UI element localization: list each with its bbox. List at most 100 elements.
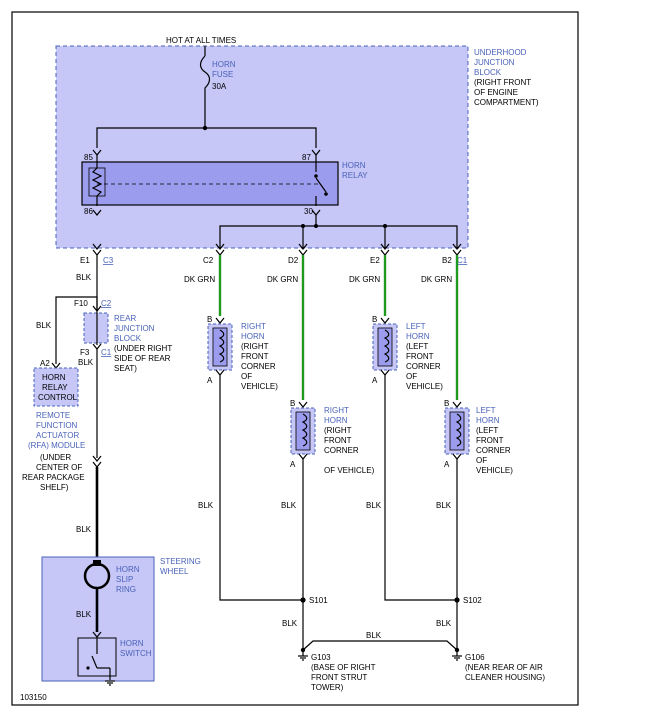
svg-text:HORN: HORN [212, 60, 236, 69]
svg-text:BLK: BLK [281, 501, 297, 510]
svg-text:SHELF): SHELF) [40, 483, 69, 492]
svg-text:CORNER: CORNER [476, 446, 511, 455]
left-horn-1-label: LEFT HORN (LEFT FRONT CORNER OF VEHICLE) [406, 322, 443, 391]
svg-text:VEHICLE): VEHICLE) [241, 382, 278, 391]
right-horn-2: B A [290, 399, 316, 469]
underhood-title: UNDERHOOD JUNCTION BLOCK (RIGHT FRONT OF… [474, 48, 539, 107]
svg-text:CENTER OF: CENTER OF [36, 463, 82, 472]
bus-dot-d2 [301, 224, 305, 228]
svg-text:WHEEL: WHEEL [160, 567, 189, 576]
right-horn-1-label: RIGHT HORN (RIGHT FRONT CORNER OF VEHICL… [241, 322, 278, 391]
splice-s101-label: S101 [309, 596, 328, 605]
wire-label-blk-1: BLK [76, 273, 92, 282]
relay-coil-frame [88, 167, 106, 197]
svg-text:B: B [444, 399, 449, 408]
relay-coil [91, 167, 103, 206]
g103-ground-icon [298, 650, 308, 661]
svg-text:OF: OF [406, 372, 417, 381]
rfa-module-label: REMOTE FUNCTION ACTUATOR (RFA) MODULE (U… [22, 411, 85, 492]
svg-text:86: 86 [84, 207, 93, 216]
horn-switch-ground-icon [105, 680, 115, 686]
ground-interconnect-wire [302, 640, 458, 651]
svg-text:C2: C2 [101, 299, 112, 308]
svg-text:DK GRN: DK GRN [267, 275, 298, 284]
svg-text:A: A [207, 376, 213, 385]
rear-junction-block-label: REAR JUNCTION BLOCK (UNDER RIGHT SIDE OF… [114, 314, 172, 373]
svg-text:RIGHT: RIGHT [324, 406, 349, 415]
svg-text:BLK: BLK [198, 501, 214, 510]
svg-text:30A: 30A [212, 82, 227, 91]
svg-text:LEFT: LEFT [406, 322, 426, 331]
svg-text:F10: F10 [74, 299, 88, 308]
horn-slip-ring-label: HORN SLIP RING [116, 565, 140, 594]
svg-text:SWITCH: SWITCH [120, 649, 152, 658]
horn-fuse-symbol [199, 55, 211, 128]
horn-switch-contact [91, 655, 98, 669]
rear-junction-block [83, 312, 109, 344]
ground-wire-left-horn-1 [384, 375, 457, 601]
relay-contact-dot-2 [324, 192, 328, 196]
svg-text:JUNCTION: JUNCTION [114, 324, 155, 333]
horn-fuse-label: HORN FUSE 30A [212, 60, 236, 91]
svg-text:CONTROL: CONTROL [38, 393, 78, 402]
svg-text:C2: C2 [203, 256, 214, 265]
svg-text:UNDERHOOD: UNDERHOOD [474, 48, 527, 57]
svg-text:REMOTE: REMOTE [36, 411, 70, 420]
relay-contact-dot [314, 174, 318, 178]
svg-text:C3: C3 [103, 256, 114, 265]
svg-text:E2: E2 [370, 256, 380, 265]
horn-switch-label: HORN SWITCH [120, 639, 152, 658]
dk-grn-labels: DK GRN DK GRN DK GRN DK GRN [184, 275, 452, 284]
relay-switch-contact [315, 177, 327, 193]
svg-text:CORNER: CORNER [324, 446, 359, 455]
svg-text:FRONT: FRONT [324, 436, 352, 445]
connector-a2: A2 [40, 359, 50, 368]
svg-text:OF ENGINE: OF ENGINE [474, 88, 518, 97]
svg-text:RELAY: RELAY [342, 171, 368, 180]
svg-text:(LEFT: (LEFT [406, 342, 428, 351]
svg-text:TOWER): TOWER) [311, 683, 344, 692]
svg-text:G106: G106 [465, 653, 485, 662]
svg-text:BLK: BLK [436, 501, 452, 510]
svg-text:HORN: HORN [406, 332, 430, 341]
rfa-module [33, 367, 79, 407]
svg-text:HORN: HORN [116, 565, 140, 574]
svg-text:STEERING: STEERING [160, 557, 201, 566]
svg-text:G103: G103 [311, 653, 331, 662]
steering-wheel-label: STEERING WHEEL [160, 557, 201, 576]
svg-text:HORN: HORN [324, 416, 348, 425]
svg-text:CORNER: CORNER [241, 362, 276, 371]
relay-pin-labels: 85 87 86 30 [84, 153, 313, 216]
svg-text:87: 87 [302, 153, 311, 162]
horn-relay-label: HORN RELAY [342, 161, 368, 180]
svg-text:30: 30 [304, 207, 313, 216]
svg-text:E1: E1 [80, 256, 90, 265]
svg-text:RELAY: RELAY [42, 383, 68, 392]
svg-text:BLK: BLK [366, 501, 382, 510]
left-horn-2-label: LEFT HORN (LEFT FRONT CORNER OF VEHICLE) [476, 406, 513, 475]
underhood-connector-labels: E1 C3 C2 D2 E2 B2 C1 [80, 256, 468, 265]
svg-text:D2: D2 [288, 256, 299, 265]
svg-text:HORN: HORN [120, 639, 144, 648]
svg-text:(RIGHT: (RIGHT [241, 342, 269, 351]
svg-text:LEFT: LEFT [476, 406, 496, 415]
wire-label-blk-g106: BLK [436, 619, 452, 628]
wire-label-blk-g103: BLK [282, 619, 298, 628]
svg-text:85: 85 [84, 153, 93, 162]
fuse-to-relay-wire [96, 127, 317, 148]
svg-text:A: A [372, 376, 378, 385]
rear-block-connector-labels: F10 C2 F3 C1 [74, 299, 112, 357]
horn-feed-bus [219, 225, 458, 248]
svg-text:(BASE OF RIGHT: (BASE OF RIGHT [311, 663, 376, 672]
svg-text:(LEFT: (LEFT [476, 426, 498, 435]
svg-text:JUNCTION: JUNCTION [474, 58, 515, 67]
wire-label-blk-3: BLK [78, 358, 94, 367]
diagram-id: 103150 [20, 693, 47, 702]
wire-label-blk-interconnect: BLK [366, 631, 382, 640]
svg-text:B: B [207, 315, 212, 324]
horn-relay-box [81, 161, 339, 206]
inline-connector-1 [92, 455, 102, 462]
svg-text:RIGHT: RIGHT [241, 322, 266, 331]
svg-text:HORN: HORN [241, 332, 265, 341]
